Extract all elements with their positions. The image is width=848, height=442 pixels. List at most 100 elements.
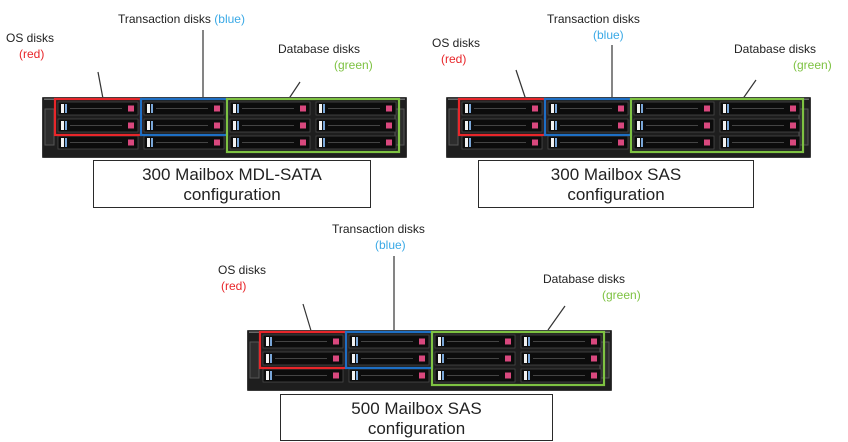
drive-led xyxy=(333,338,339,345)
drive-handle xyxy=(151,104,153,113)
drive-led xyxy=(790,122,796,129)
drive-slot xyxy=(275,375,327,376)
drive-slot xyxy=(533,375,585,376)
configuration-caption: 300 Mailbox SAS configuration xyxy=(478,160,754,208)
drive-slot xyxy=(474,142,526,143)
drive-latch xyxy=(319,138,322,147)
drive-slot xyxy=(474,125,526,126)
drive-latch xyxy=(551,104,554,113)
drive-slot xyxy=(646,125,698,126)
drive-handle xyxy=(442,371,444,380)
drive-handle xyxy=(528,337,530,346)
drive-handle xyxy=(469,138,471,147)
drive-slot xyxy=(156,125,208,126)
os-disks-color: (red) xyxy=(221,279,247,293)
drive-led xyxy=(790,139,796,146)
drive-slot xyxy=(242,142,294,143)
drive-latch xyxy=(524,354,527,363)
drive-latch xyxy=(438,354,441,363)
drive-handle xyxy=(469,121,471,130)
drive-led xyxy=(333,372,339,379)
drive-latch xyxy=(551,121,554,130)
drive-led xyxy=(214,139,220,146)
drive-led xyxy=(704,105,710,112)
drive-slot xyxy=(560,142,612,143)
drive-handle xyxy=(442,354,444,363)
drive-latch xyxy=(233,121,236,130)
drive-handle xyxy=(469,104,471,113)
drive-slot xyxy=(646,108,698,109)
drive-latch xyxy=(524,337,527,346)
drive-handle xyxy=(237,138,239,147)
drive-slot xyxy=(732,142,784,143)
drive-latch xyxy=(465,121,468,130)
drive-handle xyxy=(270,337,272,346)
chassis-left-ear xyxy=(44,108,55,146)
server-chassis xyxy=(42,97,407,158)
chassis-left-ear xyxy=(448,108,459,146)
drive-led xyxy=(419,372,425,379)
drive-led xyxy=(419,355,425,362)
drive-slot xyxy=(732,125,784,126)
drive-led xyxy=(214,105,220,112)
drive-handle xyxy=(65,138,67,147)
drive-slot xyxy=(328,125,380,126)
drive-latch xyxy=(319,121,322,130)
drive-led xyxy=(419,338,425,345)
drive-latch xyxy=(233,138,236,147)
database-disks-label: Database disks xyxy=(543,272,626,286)
drive-latch xyxy=(465,138,468,147)
drive-led xyxy=(618,139,624,146)
drive-handle xyxy=(727,121,729,130)
drive-latch xyxy=(61,121,64,130)
drive-latch xyxy=(147,121,150,130)
chassis-left-ear xyxy=(249,341,260,379)
os-disks-label: OS disks xyxy=(218,263,267,277)
drive-led xyxy=(591,338,597,345)
drive-slot xyxy=(361,341,413,342)
drive-slot xyxy=(242,125,294,126)
drive-slot xyxy=(533,358,585,359)
drive-handle xyxy=(151,121,153,130)
drive-led xyxy=(386,105,392,112)
drive-slot xyxy=(447,358,499,359)
drive-led xyxy=(618,122,624,129)
os-disks-color: (red) xyxy=(19,47,45,61)
drive-slot xyxy=(70,108,122,109)
drive-handle xyxy=(270,354,272,363)
drive-slot xyxy=(156,142,208,143)
drive-latch xyxy=(61,104,64,113)
drive-latch xyxy=(723,104,726,113)
drive-led xyxy=(505,355,511,362)
drive-handle xyxy=(555,121,557,130)
drive-handle xyxy=(641,121,643,130)
drive-slot xyxy=(361,358,413,359)
drive-handle xyxy=(323,104,325,113)
drive-led xyxy=(300,105,306,112)
drive-latch xyxy=(637,138,640,147)
drive-slot xyxy=(328,142,380,143)
drive-latch xyxy=(723,138,726,147)
drive-led xyxy=(591,355,597,362)
drive-led xyxy=(128,139,134,146)
database-disks-color: (green) xyxy=(793,58,832,72)
drive-handle xyxy=(356,337,358,346)
drive-handle xyxy=(323,138,325,147)
configuration-caption: 500 Mailbox SAS configuration xyxy=(280,394,553,441)
drive-handle xyxy=(555,104,557,113)
drive-slot xyxy=(560,125,612,126)
server-chassis xyxy=(247,330,612,391)
database-disk-group xyxy=(430,330,606,387)
transaction-disks-label: Transaction disks (blue) xyxy=(118,12,245,26)
drive-handle xyxy=(528,371,530,380)
drive-latch xyxy=(147,138,150,147)
drive-latch xyxy=(438,337,441,346)
drive-handle xyxy=(356,354,358,363)
drive-latch xyxy=(551,138,554,147)
drive-led xyxy=(532,122,538,129)
drive-led xyxy=(128,122,134,129)
database-disk-group xyxy=(225,97,401,154)
drive-led xyxy=(532,139,538,146)
os-disks-color: (red) xyxy=(441,52,467,66)
drive-led xyxy=(300,139,306,146)
